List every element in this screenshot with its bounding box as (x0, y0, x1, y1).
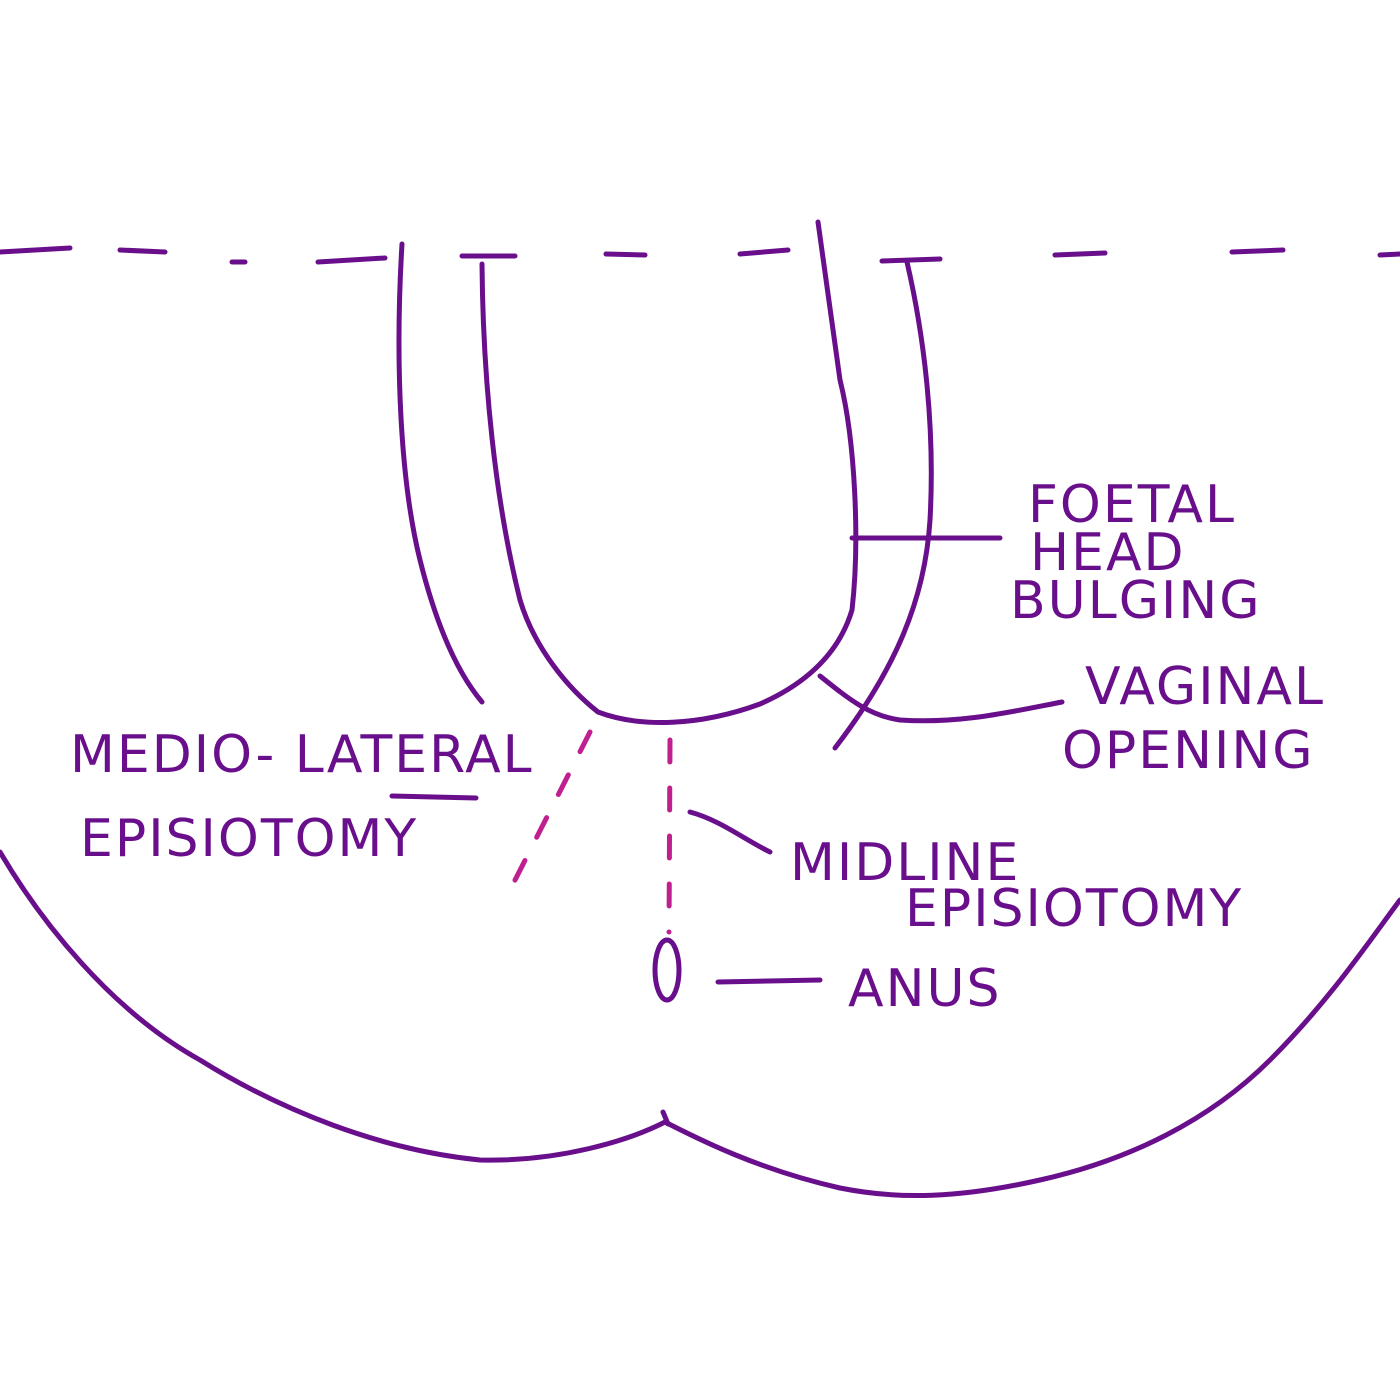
mediolateral-label-line2: EPISIOTOMY (80, 809, 418, 869)
natal-cleft-line (660, 1109, 671, 1127)
left-labium-line (396, 241, 485, 705)
foetal-head-label: FOETAL HEAD BULGING (1010, 475, 1262, 631)
foetal-head-label-line2: HEAD (1030, 523, 1186, 583)
anus-shape (652, 937, 682, 1003)
dashed-reference-line (0, 245, 1400, 265)
foetal-head-label-line3: BULGING (1010, 571, 1262, 631)
foetal-head-label-line1: FOETAL (1028, 475, 1236, 535)
midline-label-line1: MIDLINE (790, 833, 1020, 893)
mediolateral-incision (509, 729, 593, 889)
perineum-outline (0, 849, 1400, 1199)
vaginal-opening-label: VAGINAL OPENING (1062, 657, 1325, 781)
right-labium-line (832, 259, 934, 751)
mediolateral-label-line1: MEDIO- LATERAL (70, 725, 534, 785)
mediolateral-underline (389, 793, 479, 801)
midline-pointer (687, 809, 773, 855)
midline-incision (666, 737, 673, 935)
midline-label-line2: EPISIOTOMY (905, 879, 1243, 939)
vaginal-opening-line (817, 673, 1065, 724)
foetal-head-outline (479, 219, 859, 725)
vaginal-opening-label-line1: VAGINAL (1085, 657, 1325, 717)
vaginal-opening-label-line2: OPENING (1062, 721, 1315, 781)
anus-pointer (715, 977, 823, 985)
anus-label: ANUS (848, 959, 1002, 1019)
mediolateral-label: MEDIO- LATERAL EPISIOTOMY (70, 725, 534, 869)
midline-label: MIDLINE EPISIOTOMY (790, 833, 1243, 939)
